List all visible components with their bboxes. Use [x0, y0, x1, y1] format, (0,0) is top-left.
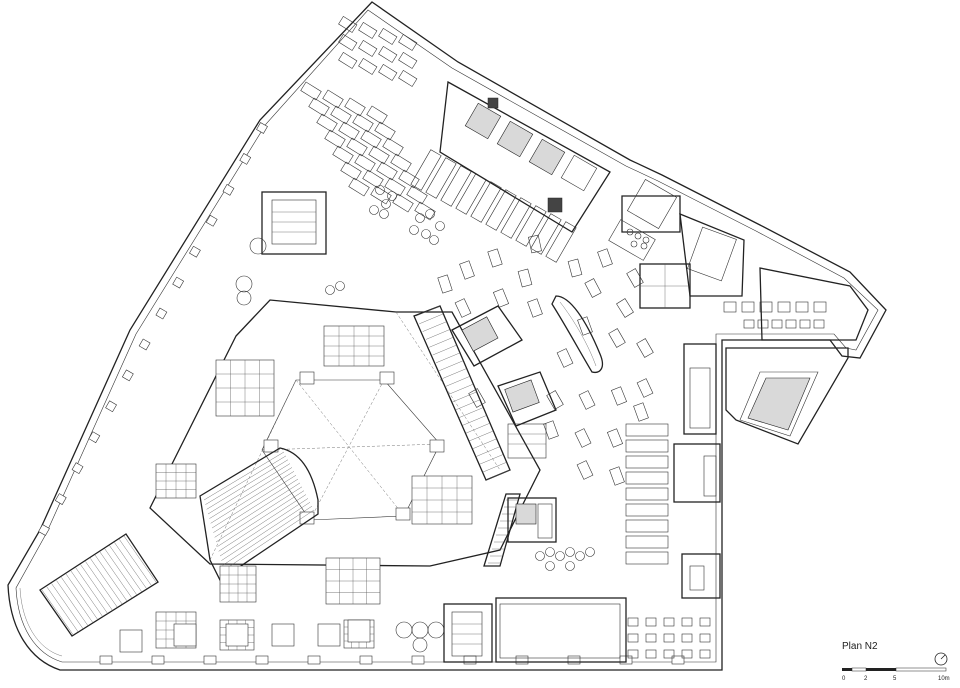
fitting-rooms	[625, 423, 669, 565]
south-display-cases	[119, 619, 371, 653]
escalator-southwest	[39, 533, 159, 637]
stair-core-west	[235, 191, 327, 306]
escalator-central	[413, 305, 511, 481]
north-wing-desks	[300, 15, 577, 263]
east-service-strip	[673, 343, 721, 599]
cafe-tables-east	[723, 301, 827, 329]
scale-tick-5: 5	[893, 676, 897, 682]
building-envelope	[7, 1, 887, 671]
stair-core-south	[395, 597, 627, 663]
north-arrow-circle-icon	[934, 652, 948, 666]
facade-piers	[38, 122, 685, 665]
retail-display-tables	[437, 234, 654, 486]
plan-title: Plan N2	[842, 641, 878, 652]
display-table-serpentine	[551, 295, 604, 374]
scale-bar	[842, 667, 947, 672]
service-core-north	[439, 80, 611, 233]
lift-pods	[451, 305, 557, 459]
scale-tick-0: 0	[842, 676, 846, 682]
cash-desk-area	[483, 493, 557, 567]
round-table-clusters	[325, 185, 650, 571]
service-core-east	[608, 179, 745, 309]
atrium	[149, 299, 541, 581]
scale-tick-10m: 10m	[938, 676, 950, 682]
scale-tick-2: 2	[864, 676, 868, 682]
east-annex	[725, 267, 869, 445]
cafe-tables-south	[627, 617, 711, 659]
